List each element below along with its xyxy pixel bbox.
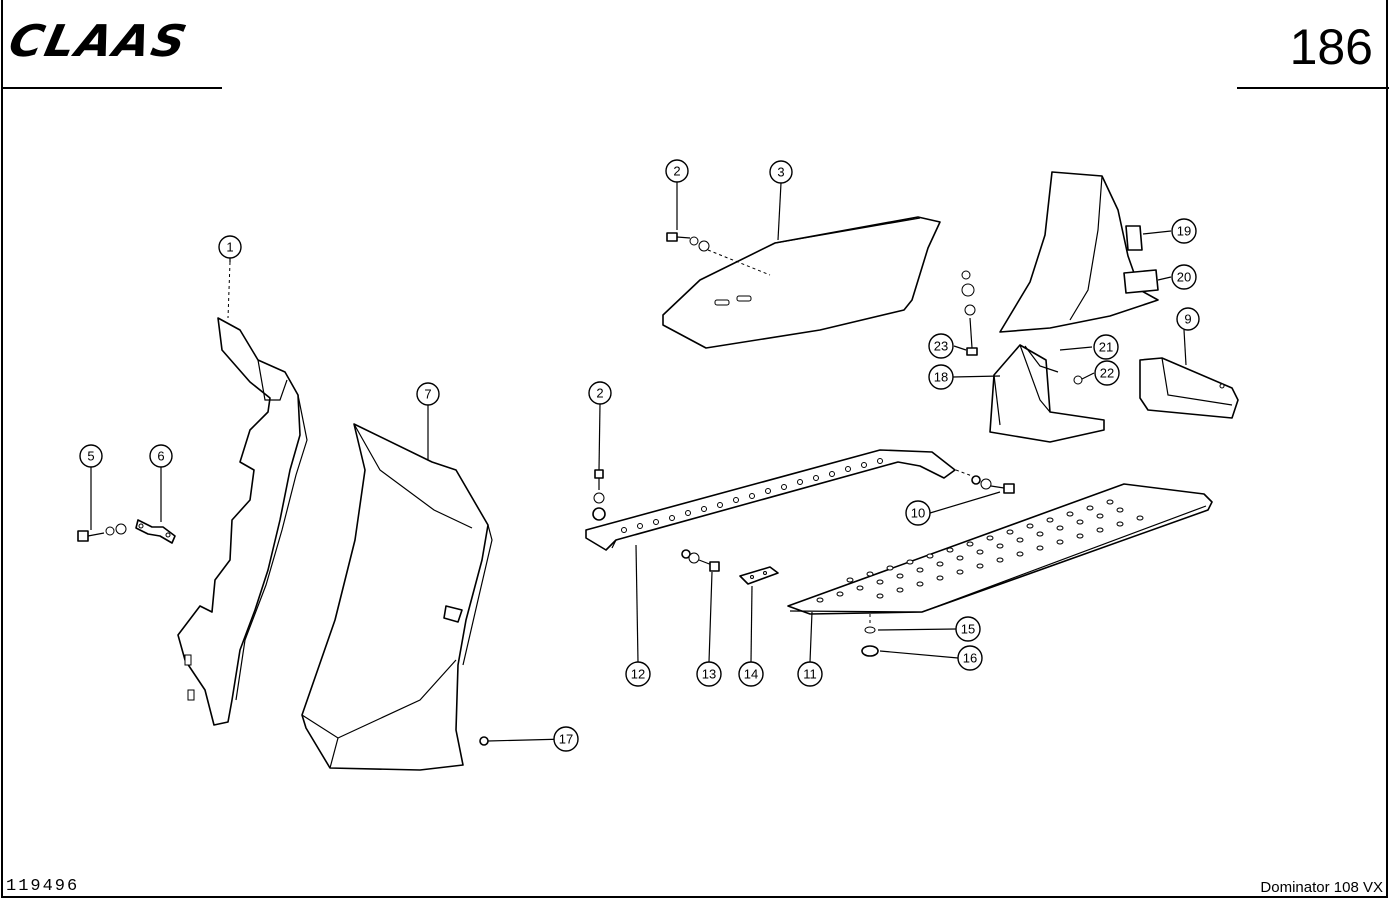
callout-14: 14 xyxy=(738,661,764,687)
callout-12-label: 12 xyxy=(631,667,645,682)
callout-1-label: 1 xyxy=(226,240,233,255)
callout-22: 22 xyxy=(1094,360,1120,386)
callout-16: 16 xyxy=(957,645,983,671)
part-12-perforated-rail xyxy=(585,449,1015,572)
callout-1: 1 xyxy=(218,235,242,259)
callout-18: 18 xyxy=(928,364,954,390)
part-3-top-cover xyxy=(662,216,941,349)
callout-12: 12 xyxy=(625,661,651,687)
callout-15: 15 xyxy=(955,616,981,642)
callout-2-mid: 2 xyxy=(588,381,612,405)
callout-5: 5 xyxy=(79,444,103,468)
header-rule-right xyxy=(1237,87,1389,89)
callout-10-label: 10 xyxy=(911,506,925,521)
callout-23-label: 23 xyxy=(934,339,948,354)
part-19-hood xyxy=(961,171,1159,356)
callout-22-label: 22 xyxy=(1100,366,1114,381)
part-6-bracket xyxy=(135,519,176,544)
step-plate-holes xyxy=(816,499,1144,603)
callout-11: 11 xyxy=(797,661,823,687)
header-rule-left xyxy=(2,87,222,89)
rail-holes xyxy=(621,458,883,533)
callout-6-label: 6 xyxy=(157,449,164,464)
callout-19: 19 xyxy=(1171,218,1197,244)
callout-7: 7 xyxy=(416,382,440,406)
callout-2-top-label: 2 xyxy=(673,164,680,179)
callout-13-label: 13 xyxy=(702,667,716,682)
callout-9-label: 9 xyxy=(1184,312,1191,327)
part-18-bracket xyxy=(989,344,1105,443)
part-7-large-cover xyxy=(301,423,493,771)
callout-21-label: 21 xyxy=(1099,340,1113,355)
part-17-screw xyxy=(479,736,489,746)
callout-3-label: 3 xyxy=(777,165,784,180)
page-number: 186 xyxy=(1289,19,1373,75)
callout-17-label: 17 xyxy=(559,732,573,747)
part-9-bracket xyxy=(1139,357,1239,419)
part-1-side-panel xyxy=(177,261,308,726)
callout-7-label: 7 xyxy=(424,387,431,402)
callout-13: 13 xyxy=(696,661,722,687)
part-5-bolt xyxy=(77,523,127,542)
part-14-plate xyxy=(739,566,779,585)
callout-20: 20 xyxy=(1171,264,1197,290)
callout-10: 10 xyxy=(905,500,931,526)
part-11-step-plate xyxy=(787,483,1213,657)
callout-18-label: 18 xyxy=(934,370,948,385)
callout-19-label: 19 xyxy=(1177,224,1191,239)
callout-14-label: 14 xyxy=(744,667,758,682)
callout-6: 6 xyxy=(149,444,173,468)
callout-17: 17 xyxy=(553,726,579,752)
callout-2-mid-label: 2 xyxy=(596,386,603,401)
document-number: 119496 xyxy=(6,877,80,896)
callout-16-label: 16 xyxy=(963,651,977,666)
callout-20-label: 20 xyxy=(1177,270,1191,285)
callout-21: 21 xyxy=(1093,334,1119,360)
leader-lines xyxy=(90,182,1187,742)
callout-11-label: 11 xyxy=(803,667,817,682)
callout-23: 23 xyxy=(928,333,954,359)
callout-9: 9 xyxy=(1176,307,1200,331)
callout-2-top: 2 xyxy=(665,159,689,183)
callout-3: 3 xyxy=(769,160,793,184)
callout-15-label: 15 xyxy=(961,622,975,637)
callout-5-label: 5 xyxy=(87,449,94,464)
model-name: Dominator 108 VX xyxy=(1260,879,1383,896)
